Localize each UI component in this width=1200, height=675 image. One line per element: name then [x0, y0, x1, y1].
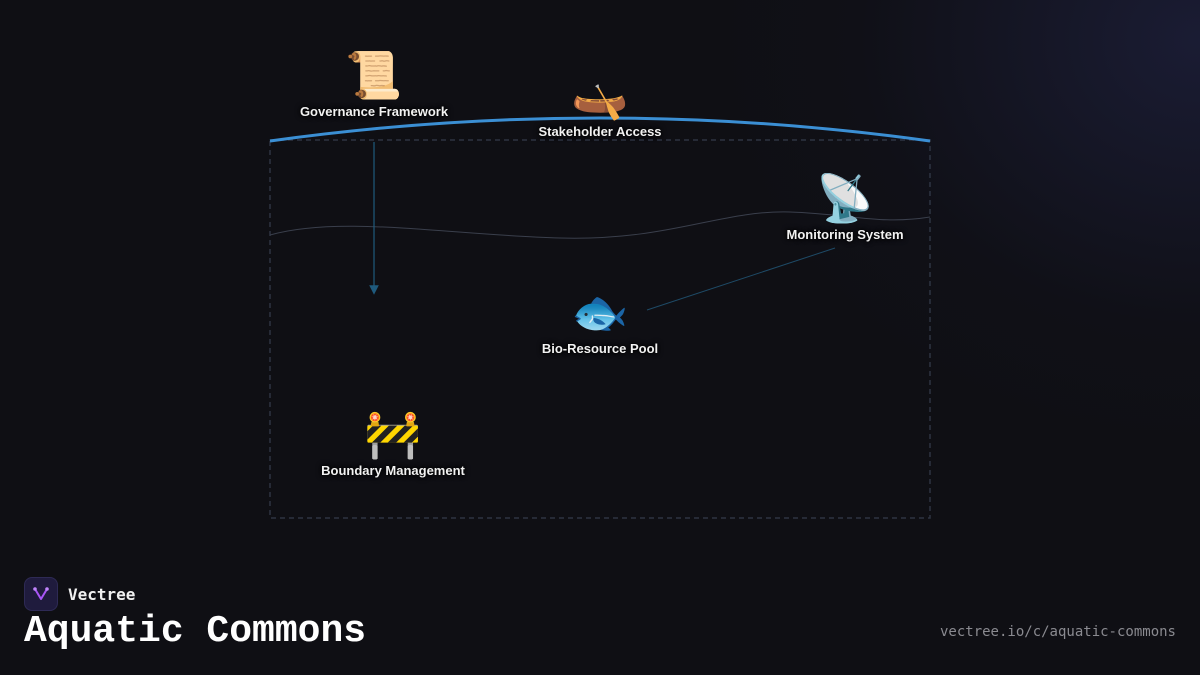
node-governance-framework[interactable]: 📜 Governance Framework [300, 52, 448, 119]
node-label: Boundary Management [321, 463, 465, 478]
water-surface-line [269, 211, 931, 239]
construction-barrier-icon: 🚧 [364, 407, 422, 461]
brand-name: Vectree [68, 584, 136, 604]
commons-boundary [269, 139, 931, 519]
node-label: Bio-Resource Pool [541, 341, 659, 356]
page-url[interactable]: vectree.io/c/aquatic-commons [939, 624, 1176, 640]
page-title: Aquatic Commons [24, 610, 367, 653]
edge-bioresource-monitoring [646, 247, 836, 311]
node-bio-resource-pool[interactable]: 🐟 Bio-Resource Pool [542, 289, 658, 356]
node-label: Governance Framework [299, 104, 449, 119]
fish-icon: 🐟 [571, 285, 629, 339]
vectree-logo-icon [24, 577, 58, 611]
node-label: Monitoring System [786, 227, 904, 242]
scroll-icon: 📜 [345, 48, 403, 102]
satellite-dish-icon: 📡 [816, 171, 874, 225]
node-stakeholder-access[interactable]: 🛶 Stakeholder Access [538, 72, 661, 139]
node-monitoring-system[interactable]: 📡 Monitoring System [786, 175, 903, 242]
brand[interactable]: Vectree [24, 577, 135, 611]
canoe-icon: 🛶 [571, 68, 629, 122]
node-boundary-management[interactable]: 🚧 Boundary Management [321, 411, 465, 478]
node-label: Stakeholder Access [538, 124, 662, 139]
commons-arc [269, 116, 931, 143]
